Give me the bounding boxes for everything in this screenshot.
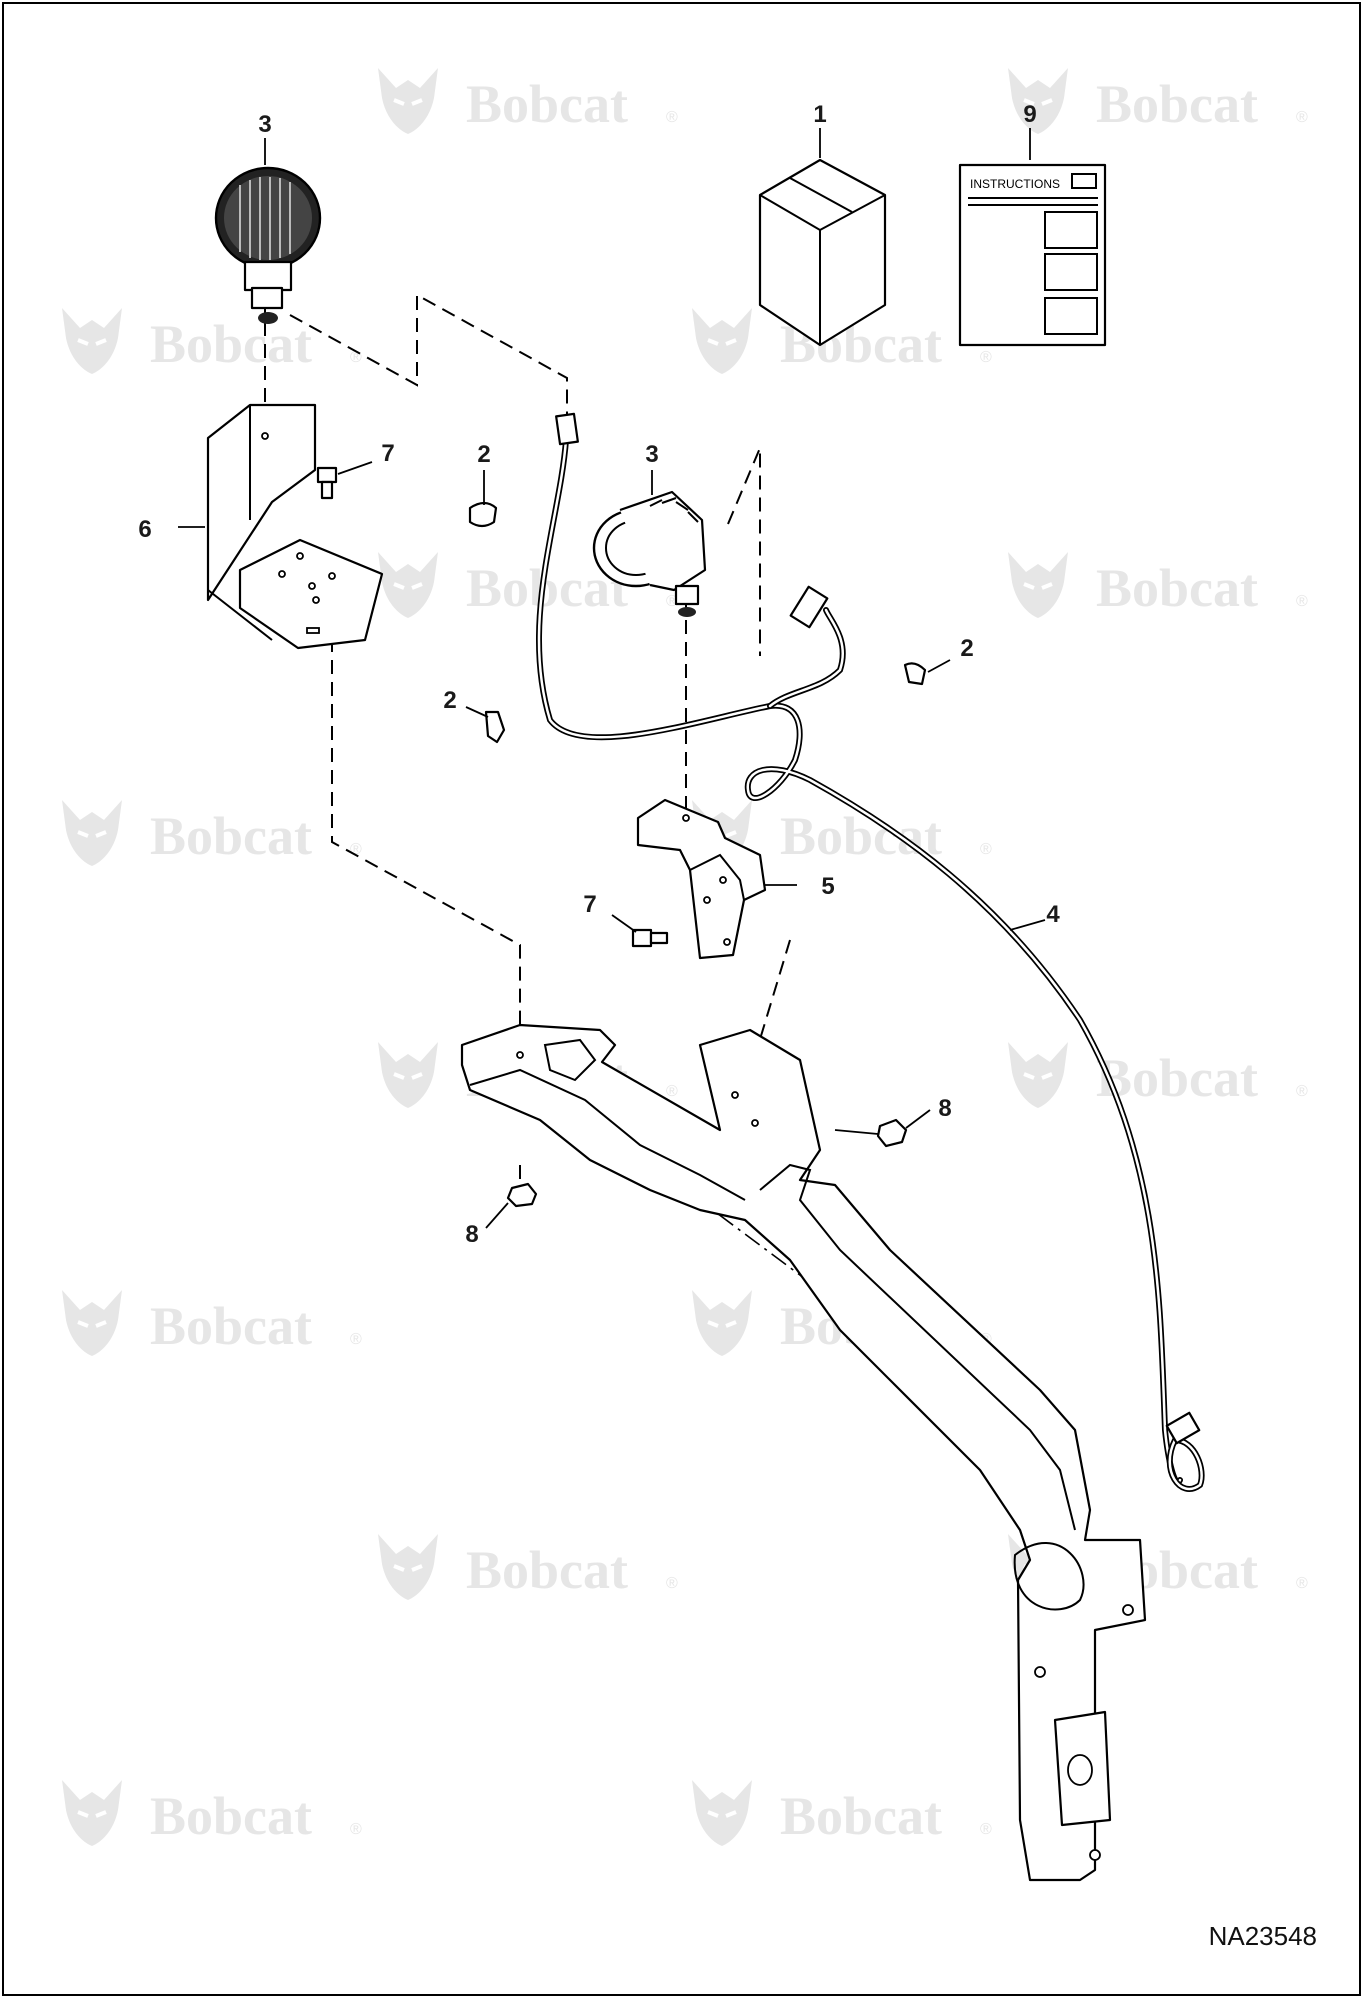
bobcat-logo-icon: [1006, 1040, 1070, 1110]
bobcat-logo-icon: [1006, 66, 1070, 136]
trademark-symbol: ®: [350, 1821, 362, 1838]
clip-c: [903, 662, 927, 686]
bobcat-logo-icon: [60, 1778, 124, 1848]
clip-b: [484, 710, 506, 744]
callout-2-middle: 2: [443, 687, 456, 714]
bobcat-watermark: Bobcat ®: [690, 1778, 992, 1848]
bobcat-logo-icon: [60, 306, 124, 376]
trademark-symbol: ®: [1296, 1575, 1308, 1592]
work-light-center: [592, 490, 707, 617]
document-id: NA23548: [1208, 1921, 1317, 1951]
watermark-text: Bobcat: [1096, 74, 1258, 134]
callout-7-middle: 7: [583, 891, 596, 918]
trademark-symbol: ®: [1296, 109, 1308, 126]
bobcat-watermark: Bobcat®: [60, 798, 362, 868]
bobcat-logo-icon: [376, 1532, 440, 1602]
callout-6: 6: [138, 516, 151, 543]
bobcat-logo-icon: [690, 1288, 754, 1358]
loader-frame: [460, 1023, 1147, 1882]
callout-4: 4: [1046, 901, 1060, 928]
watermark-text: Bobcat: [780, 806, 942, 866]
bobcat-logo-icon: [60, 798, 124, 868]
callout-8-right: 8: [938, 1095, 951, 1122]
bobcat-watermark: Bobcat ®: [60, 1288, 362, 1358]
bobcat-watermark: Bobcat ®: [690, 798, 992, 868]
trademark-symbol: ®: [1296, 593, 1308, 610]
callout-5: 5: [821, 873, 834, 900]
callout-1: 1: [813, 101, 826, 128]
bracket-center: [636, 798, 767, 960]
work-light-left: [214, 166, 322, 324]
bobcat-logo-icon: [1006, 550, 1070, 620]
bracket-left: [206, 403, 384, 650]
bobcat-watermark: Bobcat®: [60, 306, 362, 376]
watermark-text: Bobcat: [150, 1786, 312, 1846]
trademark-symbol: ®: [980, 841, 992, 858]
bobcat-logo-icon: [376, 550, 440, 620]
leader-lines: [178, 128, 1046, 1229]
bobcat-watermark: Bobcat ®: [1006, 1040, 1308, 1110]
bobcat-watermark: Bobcat ®: [1006, 66, 1308, 136]
callout-8-left: 8: [465, 1221, 478, 1248]
callout-2-right: 2: [960, 635, 973, 662]
callout-3-left: 3: [258, 111, 271, 138]
bobcat-logo-icon: [690, 306, 754, 376]
watermark-text: Bobcat: [780, 1786, 942, 1846]
watermark-text: Bobcat: [1096, 1048, 1258, 1108]
trademark-symbol: ®: [980, 349, 992, 366]
instructions-title: INSTRUCTIONS: [970, 177, 1060, 191]
watermark-text: Bobcat: [150, 806, 312, 866]
bobcat-logo-icon: [376, 1040, 440, 1110]
watermark-text: Bobcat: [466, 1540, 628, 1600]
watermark-text: Bobcat: [150, 314, 312, 374]
watermark-text: Bobcat: [1096, 558, 1258, 618]
trademark-symbol: ®: [350, 1331, 362, 1348]
bobcat-watermark: Bobcat ®: [1006, 550, 1308, 620]
nut-left: [506, 1182, 538, 1208]
callout-9: 9: [1023, 101, 1036, 128]
bobcat-watermark: Bobcat ®: [376, 66, 678, 136]
bobcat-watermark: Bobcat ®: [376, 1532, 678, 1602]
instruction-sheet: INSTRUCTIONS: [958, 163, 1107, 347]
part-box: [758, 158, 887, 347]
trademark-symbol: ®: [1296, 1083, 1308, 1100]
bobcat-watermark: Bobcat ®: [60, 1778, 362, 1848]
bolt-middle: [631, 928, 669, 948]
bobcat-logo-icon: [60, 1288, 124, 1358]
clip-a: [468, 501, 498, 528]
callout-2-top: 2: [477, 441, 490, 468]
bobcat-logo-icon: [690, 1778, 754, 1848]
trademark-symbol: ®: [666, 1083, 678, 1100]
trademark-symbol: ®: [666, 109, 678, 126]
bobcat-logo-icon: [376, 66, 440, 136]
nut-right: [876, 1118, 908, 1148]
callout-3-center: 3: [645, 441, 658, 468]
wire-harness: [535, 412, 1205, 1492]
watermark-text: Bobcat: [150, 1296, 312, 1356]
callout-7-top: 7: [381, 440, 394, 467]
trademark-symbol: ®: [666, 1575, 678, 1592]
bolt-top: [316, 466, 338, 500]
trademark-symbol: ®: [980, 1821, 992, 1838]
callout-labels: 1 2 2 2 3 3 4 5 6 7 7 8 8 9: [138, 101, 1060, 1248]
watermark-text: Bobcat: [466, 74, 628, 134]
